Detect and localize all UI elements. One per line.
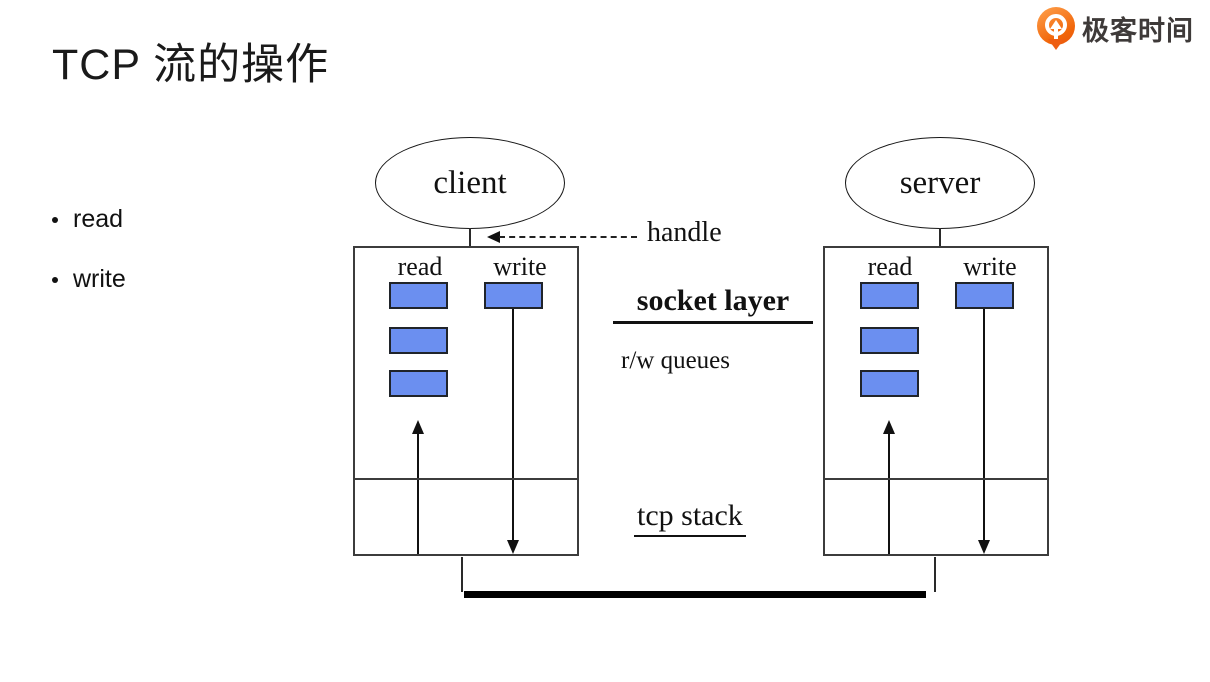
- client-wire-connector-line: [461, 557, 463, 592]
- pin-arrow-stem: [1054, 27, 1058, 39]
- client-read-column-label: read: [397, 252, 443, 281]
- server-write-column-label: write: [963, 252, 1017, 281]
- server-stack-box: read write: [823, 246, 1049, 556]
- geektime-logo: 极客时间: [1036, 5, 1194, 51]
- server-read-queue-2: [860, 327, 919, 354]
- bullet-label-read: read: [73, 205, 124, 233]
- bullet-item-read: read: [52, 205, 123, 234]
- server-write-down-arrow-line: [983, 309, 985, 540]
- tcp-stack-label: tcp stack: [634, 499, 746, 537]
- client-write-queue-1: [484, 282, 543, 309]
- network-wire: [464, 591, 926, 598]
- server-label: server: [899, 164, 981, 201]
- handle-arrowhead-icon: [487, 231, 500, 243]
- client-socket-tcp-divider: [355, 478, 577, 480]
- client-stack-box: read write: [353, 246, 579, 556]
- bullet-dot: [52, 216, 58, 223]
- server-read-up-arrow-line: [888, 434, 890, 554]
- handle-label: handle: [647, 217, 722, 248]
- server-read-queue-3: [860, 370, 919, 397]
- pin-arrow-icon: [1050, 20, 1062, 29]
- server-wire-connector-line: [934, 557, 936, 592]
- client-write-down-arrowhead-icon: [507, 540, 519, 554]
- rw-queues-label: r/w queues: [621, 347, 730, 374]
- bullet-dot: [52, 276, 58, 283]
- server-read-column-label: read: [867, 252, 913, 281]
- handle-dashed-line: [499, 236, 637, 238]
- socket-layer-label: socket layer: [613, 284, 813, 324]
- client-read-up-arrow-line: [417, 434, 419, 554]
- client-label: client: [433, 164, 507, 201]
- bullet-label-write: write: [73, 265, 126, 293]
- client-ellipse: client: [375, 137, 565, 229]
- server-ellipse: server: [845, 137, 1035, 229]
- client-read-queue-1: [389, 282, 448, 309]
- geektime-pin-icon: [1036, 5, 1076, 51]
- logo-text: 极客时间: [1082, 15, 1194, 46]
- pin-tail-shape: [1048, 39, 1064, 50]
- client-read-up-arrowhead-icon: [412, 420, 424, 434]
- server-read-queue-1: [860, 282, 919, 309]
- page-title: TCP 流的操作: [52, 41, 330, 89]
- client-write-down-arrow-line: [512, 309, 514, 540]
- server-socket-tcp-divider: [825, 478, 1047, 480]
- client-read-queue-2: [389, 327, 448, 354]
- client-write-column-label: write: [493, 252, 547, 281]
- server-write-queue-1: [955, 282, 1014, 309]
- client-read-queue-3: [389, 370, 448, 397]
- server-write-down-arrowhead-icon: [978, 540, 990, 554]
- server-box-connector-line: [939, 228, 941, 246]
- server-read-up-arrowhead-icon: [883, 420, 895, 434]
- client-box-connector-line: [469, 228, 471, 246]
- bullet-item-write: write: [52, 265, 126, 294]
